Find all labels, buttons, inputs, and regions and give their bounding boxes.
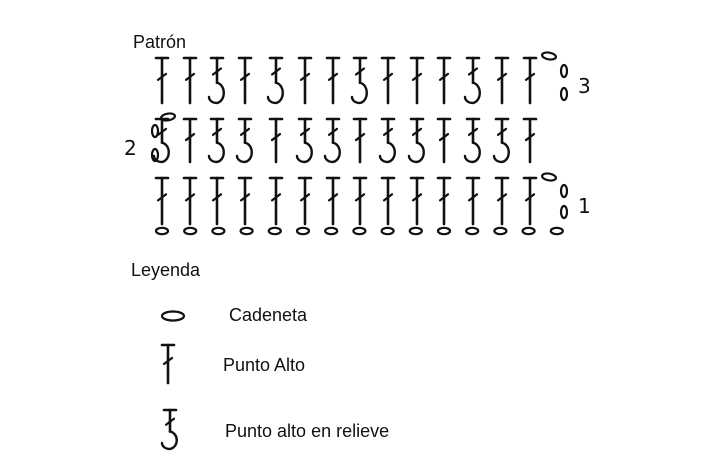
chain-stitch [352,226,367,236]
relief-stitch [463,117,481,164]
relief-stitch [235,117,253,164]
chain-stitch [559,63,569,79]
chain-stitch [183,226,198,236]
dc-stitch [380,56,396,105]
relief-stitch [463,56,481,105]
legend-chain-icon [160,310,186,322]
chain-stitch [559,86,569,102]
dc-stitch [297,176,313,226]
dc-stitch [494,56,510,105]
legend-dc-icon [160,343,176,385]
row-label-1: 1 [578,194,591,218]
relief-stitch [152,117,170,164]
dc-stitch [352,176,368,226]
chain-stitch [380,226,395,236]
dc-stitch [522,117,538,164]
dc-stitch [352,117,368,164]
chain-stitch [408,226,423,236]
chain-stitch [295,226,311,236]
dc-stitch [182,117,198,164]
dc-stitch [409,56,425,105]
dc-stitch [436,117,452,164]
chain-stitch [239,226,254,236]
dc-stitch [209,176,225,226]
dc-stitch [237,56,253,105]
legend-relief-icon [160,408,178,451]
dc-stitch [154,176,170,226]
chain-stitch [540,172,558,182]
chain-stitch [154,226,170,236]
dc-stitch [325,176,341,226]
dc-stitch [409,176,425,226]
relief-stitch [207,56,225,105]
row-label-3: 3 [578,74,591,98]
chain-stitch [267,226,282,236]
dc-stitch [297,56,313,105]
page-title: Patrón [133,32,187,52]
legend-relief-label: Punto alto en relieve [225,421,390,441]
relief-stitch [407,117,425,164]
chain-stitch [521,226,536,236]
relief-stitch [492,117,510,164]
dc-stitch [436,56,452,105]
chain-stitch [549,226,564,236]
chain-stitch [324,226,339,236]
dc-stitch [182,176,198,226]
chain-stitch [540,51,558,61]
chain-stitch [150,147,160,163]
dc-stitch [182,56,198,105]
dc-stitch [436,176,452,226]
relief-stitch [350,56,368,105]
dc-stitch [465,176,481,226]
relief-stitch [295,117,313,164]
dc-stitch [237,176,253,226]
legend-chain-label: Cadeneta [229,305,308,325]
relief-stitch [378,117,396,164]
dc-stitch [268,176,284,226]
chain-stitch [211,226,226,236]
dc-stitch [325,56,341,105]
relief-stitch [207,117,225,164]
relief-stitch [266,56,284,105]
chain-stitch [493,226,508,236]
dc-stitch [154,56,170,105]
dc-stitch [522,176,538,226]
legend-title: Leyenda [131,260,201,280]
dc-stitch [494,176,510,226]
chain-stitch [150,123,160,139]
dc-stitch [380,176,396,226]
relief-stitch [323,117,341,164]
chain-stitch [465,226,480,236]
chain-stitch [159,112,177,122]
chain-stitch [436,226,452,236]
dc-stitch [522,56,538,105]
chain-stitch [559,204,569,220]
row-label-2: 2 [124,136,137,160]
chain-stitch [559,183,569,199]
legend-dc-label: Punto Alto [223,355,306,375]
dc-stitch [268,117,284,164]
